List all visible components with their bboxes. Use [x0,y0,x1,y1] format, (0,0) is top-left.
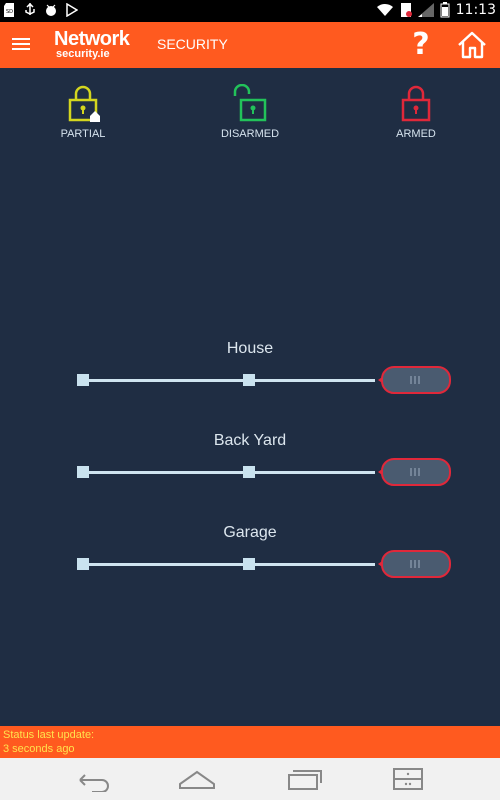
zone-slider-track[interactable] [83,563,375,566]
zone-back-yard: Back Yard [0,432,500,502]
help-icon[interactable]: ? [412,27,430,62]
mode-label-disarmed: DISARMED [220,128,280,140]
slider-thumb-armed[interactable] [378,457,452,487]
slider-stop-disarmed[interactable] [77,466,89,478]
partial-lock-icon [68,85,100,122]
battery-icon [440,2,450,18]
app-bar: Network security.ie SECURITY ? [0,22,500,68]
system-nav-bar [0,758,500,800]
status-update-time: 3 seconds ago [3,743,75,755]
brand-main: Network [54,28,130,50]
clock: 11:13 [455,2,496,18]
slider-stop-partial[interactable] [243,466,255,478]
home-nav-icon[interactable] [177,766,217,792]
recent-apps-icon[interactable] [284,766,324,792]
mode-armed-button[interactable]: ARMED [371,84,461,140]
back-icon[interactable] [72,766,112,792]
zone-name: Back Yard [213,432,287,449]
zone-garage: Garage [0,524,500,594]
slider-stop-disarmed[interactable] [77,374,89,386]
home-icon[interactable] [456,30,488,60]
sim-icon [400,3,412,17]
mode-partial-button[interactable]: PARTIAL [38,84,128,140]
brand-sub: security.ie [56,48,110,60]
brand-logo: Network security.ie [54,28,154,64]
status-bar: SD 11:13 [0,0,500,22]
zone-name: Garage [223,524,277,541]
zone-name: House [226,340,274,357]
slider-thumb-armed[interactable] [378,549,452,579]
sd-card-icon: SD [4,3,14,17]
slider-stop-disarmed[interactable] [77,558,89,570]
mode-label-armed: ARMED [396,128,436,140]
status-footer: Status last update: 3 seconds ago [0,726,500,758]
wifi-icon [376,3,393,17]
mode-disarmed-button[interactable]: DISARMED [205,84,295,140]
mode-selector: PARTIAL DISARMED ARMED [0,84,500,154]
slider-thumb-armed[interactable] [378,365,452,395]
signal-icon [417,3,434,17]
disarmed-lock-icon [233,84,267,122]
slider-stop-partial[interactable] [243,374,255,386]
zone-slider-track[interactable] [83,379,375,382]
play-store-icon [66,3,78,17]
mode-label-partial: PARTIAL [60,128,106,140]
status-update-label: Status last update: [3,729,95,741]
slider-stop-partial[interactable] [243,558,255,570]
android-debug-icon [46,4,56,16]
menu-icon[interactable] [12,35,30,55]
app-title: SECURITY [157,36,228,52]
svg-text:SD: SD [6,9,13,15]
usb-icon [25,3,35,15]
zone-house: House [0,340,500,410]
zone-slider-track[interactable] [83,471,375,474]
armed-lock-icon [401,85,431,122]
overflow-menu-icon[interactable] [388,766,428,792]
